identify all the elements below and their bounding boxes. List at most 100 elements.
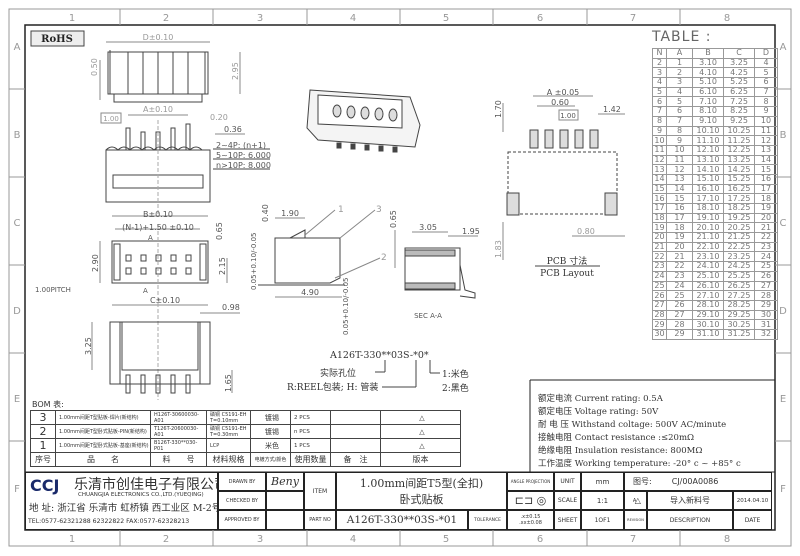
- table-cell: 19: [666, 232, 693, 243]
- table-cell: 21: [666, 251, 693, 263]
- bom-cell: 镀锡: [250, 410, 291, 425]
- bom-cell: [330, 424, 381, 439]
- company-logo: CCJ: [30, 476, 60, 495]
- unit-value: mm: [581, 472, 624, 491]
- table-cell: 32: [754, 328, 778, 340]
- table-cell: 24.10: [692, 261, 724, 272]
- table-cell: 18: [754, 193, 778, 204]
- bom-header-cell: 料 号: [150, 452, 207, 467]
- pcb-pitch-box: 1.00: [560, 112, 576, 120]
- table-cell: 5: [666, 96, 693, 108]
- bom-cell: 磷铜 C5191-EH T=0.30mm: [206, 424, 251, 439]
- table-cell: 10.10: [692, 125, 724, 137]
- table-cell: C: [723, 48, 755, 59]
- bom-cell: 磷铜 C5191-EH T=0.10mm: [206, 410, 251, 425]
- revision-triangle-icon: △A: [624, 491, 647, 510]
- bom-header-cell: 备 注: [330, 452, 381, 467]
- bom-header-cell: 品 名: [55, 452, 151, 467]
- table-cell: 13.10: [692, 154, 724, 166]
- table-cell: 25.25: [723, 270, 755, 282]
- table-cell: 15: [754, 164, 778, 175]
- row-label: E: [780, 394, 786, 405]
- row-label: F: [780, 484, 786, 495]
- dim-tol-1: 0.05+0.10/-0.05: [250, 232, 258, 290]
- col-label: 1: [69, 534, 75, 545]
- company-block: CCJ 乐清市创佳电子有限公司 CHUANGJIA ELECTRONICS CO…: [25, 472, 218, 530]
- table-cell: 19.10: [692, 212, 724, 224]
- table-cell: 26.10: [692, 280, 724, 292]
- projection-symbol-icon: ⊏⊐ ◎: [507, 491, 554, 510]
- company-tel: TEL:0577-62321288 62322822 FAX:0577-6232…: [28, 518, 190, 525]
- table-cell: 22.25: [723, 241, 755, 253]
- tolerance-value: .x±0.15 .xx±0.08: [507, 510, 554, 530]
- table-cell: 11: [652, 144, 667, 156]
- table-cell: 19: [652, 222, 667, 234]
- col-label: 2: [163, 534, 169, 545]
- table-cell: 28.10: [692, 299, 724, 311]
- dim-0-80: 0.80: [577, 227, 595, 236]
- table-cell: 18: [652, 212, 667, 224]
- angle-projection-label: ANGLE PROJECTION: [507, 472, 554, 491]
- pitch-box-label: 1.00: [103, 115, 119, 123]
- table-cell: 30: [754, 309, 778, 321]
- table-cell: 4: [652, 77, 667, 88]
- table-cell: 27: [754, 280, 778, 292]
- dim-1-70: 1.70: [494, 100, 503, 118]
- table-cell: 28: [754, 290, 778, 301]
- front-view: [100, 112, 270, 215]
- table-cell: 13: [754, 144, 778, 156]
- table-cell: 7: [666, 115, 693, 127]
- table-cell: 17.10: [692, 193, 724, 204]
- dim-2-95: 2.95: [231, 62, 240, 80]
- table-cell: 30.10: [692, 319, 724, 330]
- part-no-label: PART NO: [304, 510, 336, 530]
- table-cell: 18: [666, 222, 693, 234]
- dim-2-15: 2.15: [218, 257, 227, 275]
- table-cell: 11.25: [723, 135, 755, 146]
- table-cell: A: [666, 48, 693, 59]
- unit-label: UNIT: [554, 472, 581, 491]
- spec-insulation: 绝缘电阻 Insulation resistance: 800MΩ: [538, 446, 703, 456]
- bom-cell: 1 PCS: [290, 438, 331, 453]
- table-cell: 28: [652, 309, 667, 321]
- table-cell: 27.25: [723, 290, 755, 301]
- table-cell: 13: [652, 164, 667, 175]
- dim-3-25: 3.25: [84, 337, 93, 355]
- bom-cell: n PCS: [290, 424, 331, 439]
- table-cell: 29.10: [692, 309, 724, 321]
- row-label: B: [14, 130, 21, 141]
- table-cell: 29: [666, 328, 693, 340]
- table-cell: 6: [652, 96, 667, 108]
- callout-2: 2: [381, 253, 387, 263]
- table-cell: 10.25: [723, 125, 755, 137]
- bom-cell: LCP: [206, 438, 251, 453]
- table-cell: 24: [652, 270, 667, 282]
- table-cell: 8.25: [723, 106, 755, 117]
- table-cell: 7: [754, 86, 778, 98]
- col-label: 8: [724, 13, 730, 24]
- table-cell: 27: [652, 299, 667, 311]
- part-code-color-2: 2:黑色: [442, 382, 469, 394]
- table-cell: 9.10: [692, 115, 724, 127]
- bom-cell: [330, 438, 381, 453]
- col-label: 3: [257, 13, 263, 24]
- table-cell: 26: [754, 270, 778, 282]
- table-cell: 30: [652, 328, 667, 340]
- table-cell: 2: [652, 57, 667, 69]
- company-address: 地 址: 浙江省 乐清市 虹桥镇 西工业区 M-2号: [29, 503, 218, 514]
- table-cell: D: [754, 48, 778, 59]
- spec-list: 额定电流 Current rating: 0.5A 额定电压 Voltage r…: [538, 393, 741, 471]
- table-cell: 26.25: [723, 280, 755, 292]
- date-label: DATE: [733, 510, 772, 530]
- table-cell: 17: [754, 183, 778, 195]
- part-code: A126T-330**03S-*0*: [329, 350, 429, 361]
- table-cell: 21: [652, 241, 667, 253]
